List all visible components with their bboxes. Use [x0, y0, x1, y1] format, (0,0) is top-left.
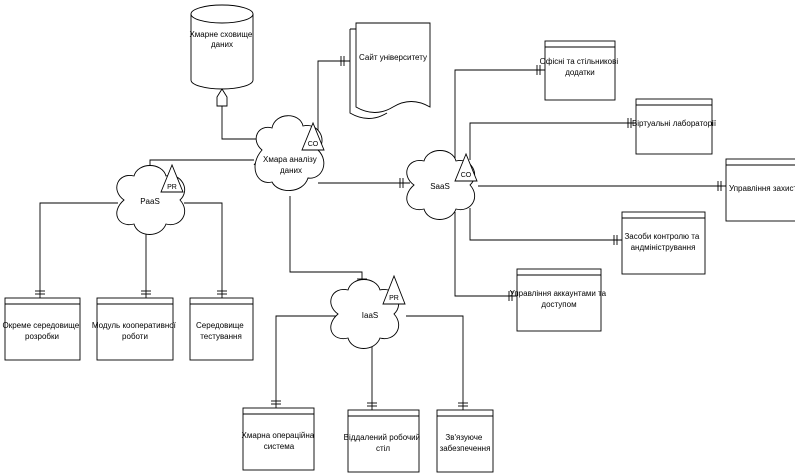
entity-test-line-1: Середовище [196, 321, 244, 330]
entity-office: Офісні та стільникові додатки [540, 40, 621, 101]
entity-protection-line-1: Управління захистом [729, 184, 795, 193]
analysis-badge-triangle [301, 121, 325, 151]
paas-label: PaaS [140, 197, 160, 206]
connector-paas-test [184, 202, 223, 298]
entity-accounts-line-2: доступом [541, 300, 576, 309]
entity-os-line-2: система [264, 442, 295, 451]
iaas-badge: PR [389, 295, 399, 302]
entity-coop-line-1: Модуль кооперативної [92, 321, 177, 330]
cloud-storage-cylinder: Хмарне сховище даних [189, 4, 254, 107]
entity-dev-line-1: Окреме середовище [3, 321, 80, 330]
entity-desk-line-2: стіл [376, 444, 390, 453]
analysis-label-line-2: даних [280, 166, 302, 175]
storage-label-line-2: даних [211, 40, 233, 49]
paas-badge: PR [167, 184, 177, 191]
entity-os-line-1: Хмарна операційна [242, 431, 315, 440]
connector-saas-labs [469, 122, 636, 160]
analysis-badge: CO [308, 141, 319, 148]
entity-test-env: Середовище тестування [189, 297, 254, 361]
paas-cloud: PaaS PR [116, 163, 186, 235]
connector-iaas-binding [406, 315, 464, 410]
entity-accounts: Управління аккаунтами та доступом [510, 268, 609, 332]
connector-saas-control [469, 208, 622, 241]
entity-control-line-1: Засоби контролю та [624, 232, 699, 241]
entity-coop-module: Модуль кооперативної роботи [92, 297, 178, 361]
entity-desk-line-1: Віддалений робочий [344, 433, 420, 442]
entity-protection: Управління захистом [725, 158, 795, 222]
entity-labs-line-1: Віртуальні лабораторії [632, 119, 717, 128]
entity-binding: Зв'язуюче забезпечення [436, 409, 494, 473]
saas-badge-triangle [454, 152, 478, 182]
svg-text:Управління аккаунтами та: Управління аккаунтами та доступом [510, 289, 609, 309]
entity-coop-line-2: роботи [122, 332, 148, 341]
entity-office-line-1: Офісні та стільникові [540, 57, 619, 66]
svg-text:Зв'язуюче забезпечення: Зв'язуюче забезпечення [440, 433, 491, 453]
svg-text:Окреме середовище розроб: Окреме середовище розробки [3, 321, 82, 341]
entity-binding-line-1: Зв'язуюче [445, 433, 483, 442]
svg-text:Хмарна операційна систем: Хмарна операційна система [242, 431, 317, 451]
svg-text:Модуль кооперативної роб: Модуль кооперативної роботи [92, 321, 178, 341]
storage-label-line-1: Хмарне сховище [189, 30, 252, 39]
svg-text:Засоби контролю та андмі: Засоби контролю та андміністрування [624, 232, 701, 252]
iaas-label: IaaS [362, 311, 378, 320]
saas-badge: CO [461, 172, 472, 179]
svg-text:Офісні та стільникові до: Офісні та стільникові додатки [540, 57, 621, 77]
svg-text:Хмара аналізу даних: Хмара аналізу даних [263, 155, 319, 175]
entity-office-line-2: додатки [565, 68, 595, 77]
paas-badge-triangle [160, 163, 184, 193]
iaas-cloud: IaaS PR [330, 274, 406, 349]
entity-dev-env: Окреме середовище розробки [3, 297, 82, 361]
saas-cloud: SaaS CO [406, 150, 478, 220]
connector-analysis-site [306, 60, 350, 131]
connector-paas-dev [39, 202, 118, 298]
entity-accounts-line-1: Управління аккаунтами та [510, 289, 607, 298]
svg-text:Віддалений робочий стіл: Віддалений робочий стіл [344, 433, 423, 453]
entity-control: Засоби контролю та андміністрування [621, 211, 706, 275]
analysis-cloud: Хмара аналізу даних CO [254, 115, 325, 191]
connector-storage-analysis [221, 106, 262, 140]
connector-iaas-os [275, 315, 336, 408]
connector-analysis-iaas [289, 196, 363, 288]
svg-text:Хмарне сховище даних: Хмарне сховище даних [189, 30, 254, 49]
connector-saas-office [454, 69, 545, 158]
site-label: Сайт університету [359, 53, 427, 62]
svg-text:Середовище тестування: Середовище тестування [196, 321, 246, 341]
entity-virtual-labs: Віртуальні лабораторії [632, 98, 717, 155]
entity-test-line-2: тестування [200, 332, 242, 341]
entity-binding-line-2: забезпечення [440, 444, 491, 453]
connectors [39, 60, 726, 410]
saas-label: SaaS [430, 182, 450, 191]
connector-saas-accounts [454, 212, 517, 297]
iaas-badge-triangle [382, 274, 406, 305]
entity-control-line-2: андміністрування [631, 243, 696, 252]
analysis-label-line-1: Хмара аналізу [263, 155, 317, 164]
entity-cloud-os: Хмарна операційна система [242, 407, 317, 471]
university-site-document: Сайт університету [349, 22, 431, 119]
entity-remote-desk: Віддалений робочий стіл [344, 409, 423, 473]
entity-dev-line-2: розробки [25, 332, 59, 341]
